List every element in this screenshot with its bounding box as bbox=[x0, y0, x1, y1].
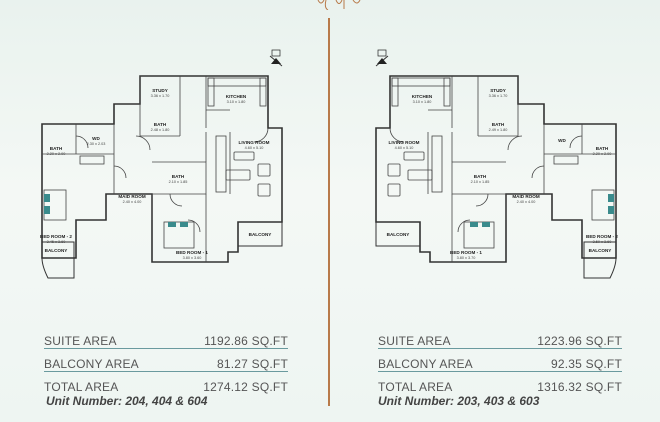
room-bath-b-dim: 2.20 x 2.00 bbox=[593, 152, 612, 156]
room-living-dim: 4.60 x 5.10 bbox=[395, 146, 414, 150]
unit-number-label: Unit Number: 204, 404 & 604 bbox=[46, 394, 208, 408]
cropped-heading-fragment bbox=[317, 0, 361, 10]
room-maid-label: MAID ROOM bbox=[118, 194, 145, 199]
area-label: BALCONY AREA bbox=[44, 357, 139, 371]
room-bed1-label: BED ROOM - 1 bbox=[450, 250, 482, 255]
room-balcony-a-label: BALCONY bbox=[387, 232, 410, 237]
room-bath-a-label: BATH bbox=[492, 122, 505, 127]
floor-plan-drawing: STUDY 3.36 x 1.70 KITCHEN 3.10 x 1.80 BA… bbox=[40, 49, 283, 279]
area-label: BALCONY AREA bbox=[378, 357, 473, 371]
room-bed1-label: BED ROOM - 1 bbox=[176, 250, 208, 255]
room-balcony-b-label: BALCONY bbox=[45, 248, 68, 253]
unit-number-label: Unit Number: 203, 403 & 603 bbox=[378, 394, 540, 408]
room-living-label: LIVING ROOM bbox=[389, 140, 420, 145]
area-value: 1192.86 bbox=[204, 334, 248, 348]
area-row-balcony: BALCONY AREA 92.35 SQ.FT bbox=[378, 349, 622, 372]
room-bath-c-dim: 2.10 x 1.85 bbox=[471, 180, 490, 184]
room-bed1-dim: 3.80 x 3.60 bbox=[183, 256, 202, 260]
room-maid-dim: 2.40 x 4.00 bbox=[517, 200, 536, 204]
room-living-label: LIVING ROOM bbox=[239, 140, 270, 145]
area-value: 92.35 bbox=[550, 357, 582, 371]
area-unit: SQ.FT bbox=[251, 380, 288, 394]
room-maid-label: MAID ROOM bbox=[512, 194, 539, 199]
room-kitchen-label: KITCHEN bbox=[226, 94, 247, 99]
area-unit: SQ.FT bbox=[585, 334, 622, 348]
room-bed2-dim: 3.50 x 3.60 bbox=[593, 240, 612, 244]
room-kitchen-dim: 3.10 x 1.80 bbox=[413, 100, 432, 104]
room-bath-b-label: BATH bbox=[50, 146, 63, 151]
room-bath-b-label: BATH bbox=[596, 146, 609, 151]
room-bed2-dim: 3.45 x 3.60 bbox=[47, 240, 66, 244]
room-wd-dim: 2.30 x 2.03 bbox=[87, 142, 106, 146]
area-row-balcony: BALCONY AREA 81.27 SQ.FT bbox=[44, 349, 288, 372]
area-label: TOTAL AREA bbox=[44, 380, 119, 394]
room-bath-b-dim: 2.20 x 2.00 bbox=[47, 152, 66, 156]
room-maid-dim: 2.40 x 4.00 bbox=[123, 200, 142, 204]
area-unit: SQ.FT bbox=[251, 357, 288, 371]
room-bath-a-label: BATH bbox=[154, 122, 167, 127]
room-bed2-label: BED ROOM - 2 bbox=[40, 234, 72, 239]
room-balcony-a-label: BALCONY bbox=[249, 232, 272, 237]
area-table-unit-203: SUITE AREA 1223.96 SQ.FT BALCONY AREA 92… bbox=[378, 326, 622, 394]
room-bath-a-dim: 2.48 x 1.80 bbox=[151, 128, 170, 132]
floor-plan-unit-203: KITCHEN 3.10 x 1.80 STUDY 3.36 x 1.70 BA… bbox=[338, 44, 638, 284]
room-study-label: STUDY bbox=[490, 88, 506, 93]
room-study-dim: 3.36 x 1.70 bbox=[151, 94, 170, 98]
room-bath-c-label: BATH bbox=[474, 174, 487, 179]
floor-plan-drawing: KITCHEN 3.10 x 1.80 STUDY 3.36 x 1.70 BA… bbox=[375, 49, 618, 279]
area-row-total: TOTAL AREA 1316.32 SQ.FT bbox=[378, 372, 622, 394]
room-bath-a-dim: 2.49 x 1.80 bbox=[489, 128, 508, 132]
room-bath-c-label: BATH bbox=[172, 174, 185, 179]
area-value: 1316.32 bbox=[537, 380, 582, 394]
area-label: TOTAL AREA bbox=[378, 380, 453, 394]
room-living-dim: 4.60 x 5.10 bbox=[245, 146, 264, 150]
area-row-total: TOTAL AREA 1274.12 SQ.FT bbox=[44, 372, 288, 394]
room-bath-c-dim: 2.10 x 1.85 bbox=[169, 180, 188, 184]
room-study-label: STUDY bbox=[152, 88, 168, 93]
area-row-suite: SUITE AREA 1223.96 SQ.FT bbox=[378, 326, 622, 349]
room-study-dim: 3.36 x 1.70 bbox=[489, 94, 508, 98]
area-row-suite: SUITE AREA 1192.86 SQ.FT bbox=[44, 326, 288, 349]
area-unit: SQ.FT bbox=[585, 380, 622, 394]
room-wd-label: WD bbox=[92, 136, 100, 141]
room-wd-label: WD bbox=[558, 138, 566, 143]
room-bed1-dim: 3.80 x 3.70 bbox=[457, 256, 476, 260]
room-balcony-b-label: BALCONY bbox=[589, 248, 612, 253]
area-label: SUITE AREA bbox=[44, 334, 117, 348]
room-kitchen-label: KITCHEN bbox=[412, 94, 433, 99]
floor-plan-unit-204: STUDY 3.36 x 1.70 KITCHEN 3.10 x 1.80 BA… bbox=[20, 44, 320, 284]
room-kitchen-dim: 3.10 x 1.80 bbox=[227, 100, 246, 104]
unit-divider bbox=[328, 18, 330, 406]
area-label: SUITE AREA bbox=[378, 334, 451, 348]
area-unit: SQ.FT bbox=[251, 334, 288, 348]
area-unit: SQ.FT bbox=[585, 357, 622, 371]
area-value: 1274.12 bbox=[203, 380, 248, 394]
area-value: 81.27 bbox=[216, 357, 248, 371]
area-value: 1223.96 bbox=[537, 334, 582, 348]
area-table-unit-204: SUITE AREA 1192.86 SQ.FT BALCONY AREA 81… bbox=[44, 326, 288, 394]
room-bed2-label: BED ROOM - 2 bbox=[586, 234, 618, 239]
